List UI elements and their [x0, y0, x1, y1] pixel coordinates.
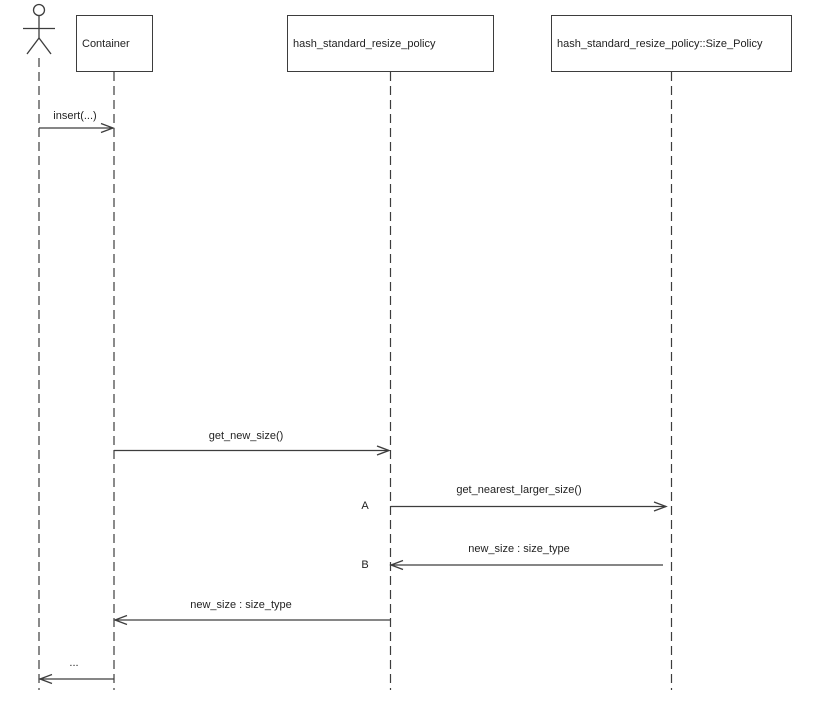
message-arrows: [38, 122, 668, 685]
lifelines: [38, 58, 673, 690]
participant-label: hash_standard_resize_policy::Size_Policy: [557, 37, 763, 50]
message-label-insert: insert(...): [53, 110, 97, 122]
actor-icon: [23, 3, 55, 55]
actor-right-leg: [38, 37, 52, 55]
sequence-marker-a: A: [361, 500, 369, 512]
message-label-new-size: new_size : size_type: [190, 599, 292, 611]
message-arrow-ellipsis-return: [38, 673, 114, 685]
sequence-marker-b: B: [361, 559, 369, 571]
participant-box-size-policy: hash_standard_resize_policy::Size_Policy: [551, 15, 792, 72]
message-arrow-get-nearest-larger-size: [390, 501, 668, 512]
message-arrow-get-new-size: [114, 445, 391, 456]
message-arrow-new-size-return: [113, 614, 390, 626]
participant-label: hash_standard_resize_policy: [293, 37, 436, 50]
participant-box-container: Container: [76, 15, 153, 72]
message-label-get-new-size: get_new_size(): [208, 430, 284, 442]
participant-label: Container: [82, 37, 130, 50]
message-label-new-size-b: new_size : size_type: [468, 543, 570, 555]
participant-box-hash-standard-resize-policy: hash_standard_resize_policy: [287, 15, 494, 72]
actor-head: [32, 3, 46, 17]
message-label-get-nearest-larger-size: get_nearest_larger_size(): [456, 484, 582, 496]
message-label-ellipsis: ...: [69, 657, 79, 669]
actor-left-leg: [26, 37, 40, 55]
message-arrow-new-size-return-b: [389, 559, 663, 571]
message-arrow-insert: [39, 122, 115, 134]
